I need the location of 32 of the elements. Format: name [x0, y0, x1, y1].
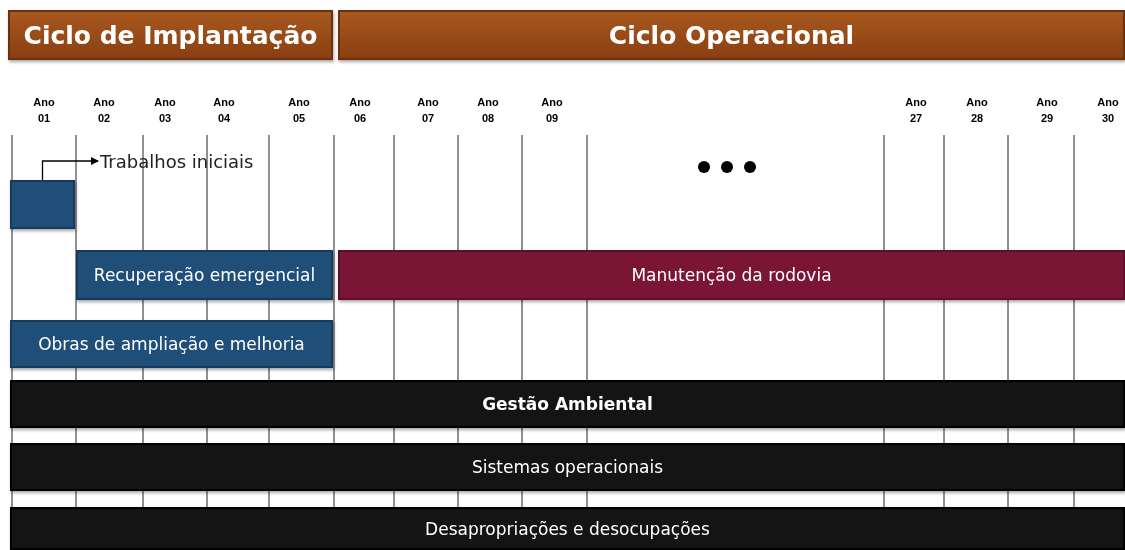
- timeline-bar: [10, 380, 1125, 428]
- phase-banner: [8, 10, 333, 60]
- year-label: Ano 28: [965, 95, 989, 126]
- phase-title: Ciclo Operacional: [608, 20, 855, 50]
- timeline-bar: [10, 443, 1125, 491]
- phase-title: Ciclo de Implantação: [23, 20, 318, 50]
- year-label: Ano 04: [212, 95, 236, 126]
- bar-label: Recuperação emergencial: [93, 265, 316, 285]
- year-label: Ano 08: [476, 95, 500, 126]
- bar-label: Gestão Ambiental: [482, 394, 653, 414]
- arrow: [41, 157, 99, 181]
- timeline-bar: [10, 507, 1125, 550]
- timeline-bar: [10, 180, 75, 229]
- year-label: Ano 03: [153, 95, 177, 126]
- year-label: Ano 01: [32, 95, 56, 126]
- year-label: Ano 30: [1096, 95, 1120, 126]
- bar-label: Desapropriações e desocupações: [425, 518, 710, 539]
- timeline-bar: [76, 250, 333, 300]
- year-label: Ano 05: [287, 95, 311, 126]
- year-label: Ano 07: [416, 95, 440, 126]
- timeline-bar: [10, 320, 333, 368]
- year-label: Ano 27: [904, 95, 928, 126]
- bar-label: Obras de ampliação e melhoria: [38, 334, 305, 354]
- phase-banner: [338, 10, 1125, 60]
- bar-label: Manutenção da rodovia: [631, 265, 832, 285]
- annotation-text: Trabalhos iniciais: [100, 148, 254, 174]
- year-label: Ano 06: [348, 95, 372, 126]
- year-label: Ano 09: [540, 95, 564, 126]
- bar-label: Sistemas operacionais: [471, 457, 663, 477]
- timeline-bar: [338, 250, 1125, 300]
- year-label: Ano 02: [92, 95, 116, 126]
- year-label: Ano 29: [1035, 95, 1059, 126]
